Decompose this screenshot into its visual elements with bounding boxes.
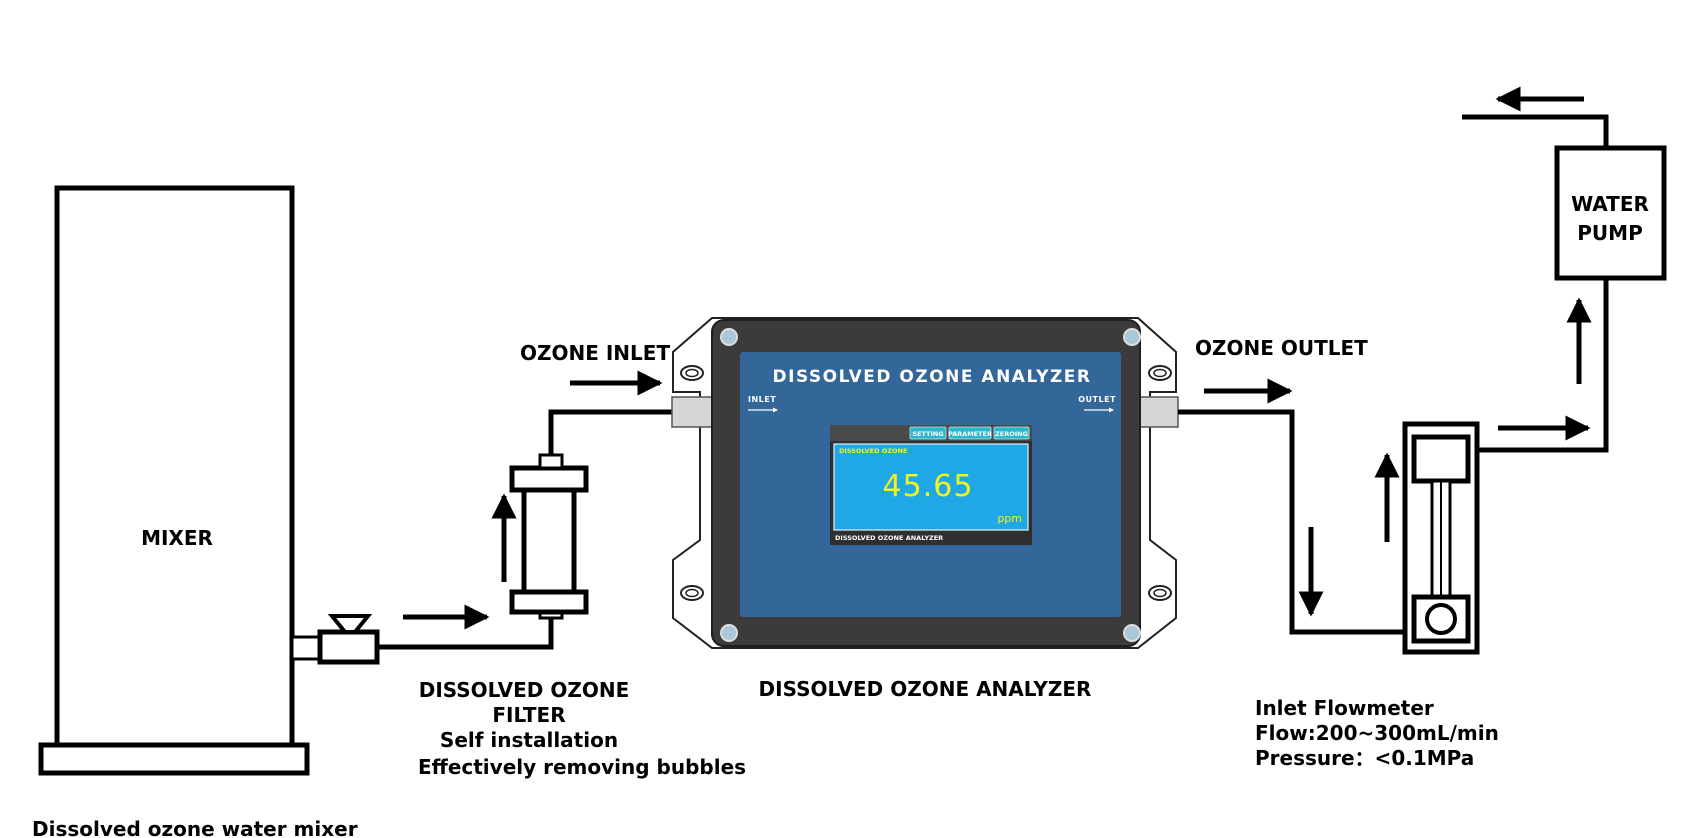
outlet-port [1135, 396, 1179, 428]
mixer-tank [54, 185, 295, 748]
inlet-port [671, 396, 715, 428]
screw-tr [1123, 328, 1141, 346]
flowmeter-caption-2: Flow:200~300mL/min [1255, 721, 1499, 745]
pipe-valve-to-filter [377, 617, 554, 650]
zeroing-button[interactable]: ZEROING [993, 426, 1030, 440]
setting-button-label: SETTING [912, 430, 943, 438]
ozone-filter [509, 453, 589, 620]
ozone-inlet-label: OZONE INLET [520, 341, 670, 365]
pipe-analyzer-to-flowmeter [1178, 409, 1405, 635]
analyzer-device: DISSOLVED OZONE ANALYZER INLET OUTLET SE… [671, 317, 1179, 649]
pipe-pump-discharge [1462, 114, 1609, 148]
flowmeter-caption-3: Pressure：<0.1MPa [1255, 746, 1474, 770]
parameter-button-bg [948, 426, 992, 440]
filter-top-nozzle [538, 453, 564, 470]
mixer-base [38, 742, 310, 776]
analyzer-caption: DISSOLVED OZONE ANALYZER [759, 677, 1092, 701]
filter-bottom-cap [509, 589, 589, 615]
flowmeter-caption-1: Inlet Flowmeter [1255, 696, 1434, 720]
mount-hole-tl-inner [685, 368, 699, 378]
zeroing-button-label: ZEROING [995, 430, 1028, 438]
valve-handle [327, 614, 373, 634]
setting-button[interactable]: SETTING [909, 426, 947, 440]
filter-body [521, 484, 577, 595]
screw-bl [720, 624, 738, 642]
mixer: MIXER [38, 185, 310, 776]
mount-hole-tr-inner [1153, 368, 1167, 378]
screw-br [1123, 624, 1141, 642]
lcd-display [833, 443, 1029, 531]
filter-caption-4: Effectively removing bubbles [418, 755, 746, 779]
mixer-label: MIXER [141, 526, 213, 550]
pipe-flowmeter-to-pump [1477, 278, 1609, 453]
panel-inlet-label: INLET [748, 395, 776, 404]
filter-caption-3: Self installation [440, 728, 618, 752]
water-pump-label-2: PUMP [1577, 221, 1642, 245]
lcd-label: DISSOLVED OZONE [839, 447, 907, 455]
analyzer-panel-title: DISSOLVED OZONE ANALYZER [773, 367, 1092, 387]
outlet-valve [290, 614, 380, 665]
pipe-filter-to-analyzer [548, 409, 672, 455]
mount-hole-br-inner [1153, 588, 1167, 598]
filter-caption-1: DISSOLVED OZONE [419, 678, 630, 702]
parameter-button[interactable]: PARAMETER [948, 426, 992, 440]
flowmeter-float [1425, 603, 1457, 635]
water-pump-label-1: WATER [1571, 192, 1649, 216]
lcd-reading: 45.65 [883, 469, 974, 504]
setting-button-bg [909, 426, 947, 440]
panel-outlet-label: OUTLET [1078, 395, 1116, 404]
flowmeter-top-block [1411, 434, 1471, 484]
ozone-outlet-label: OZONE OUTLET [1195, 336, 1368, 360]
panel-outlet-arrowhead [1109, 407, 1114, 413]
screen-footer-label: DISSOLVED OZONE ANALYZER [835, 534, 943, 542]
parameter-button-label: PARAMETER [948, 430, 992, 438]
panel-inlet-arrowhead [773, 407, 778, 413]
zeroing-button-bg [993, 426, 1030, 440]
water-pump: WATER PUMP [1554, 145, 1667, 281]
filter-caption-2: FILTER [492, 703, 565, 727]
mount-hole-bl-inner [685, 588, 699, 598]
water-pump-box [1554, 145, 1667, 281]
inlet-flowmeter [1402, 421, 1480, 655]
valve-stub [290, 635, 322, 661]
filter-top-cap [509, 465, 589, 493]
mixer-caption: Dissolved ozone water mixer [32, 817, 358, 838]
valve-body [317, 629, 380, 665]
lcd-unit: ppm [997, 512, 1022, 525]
screw-tl [720, 328, 738, 346]
